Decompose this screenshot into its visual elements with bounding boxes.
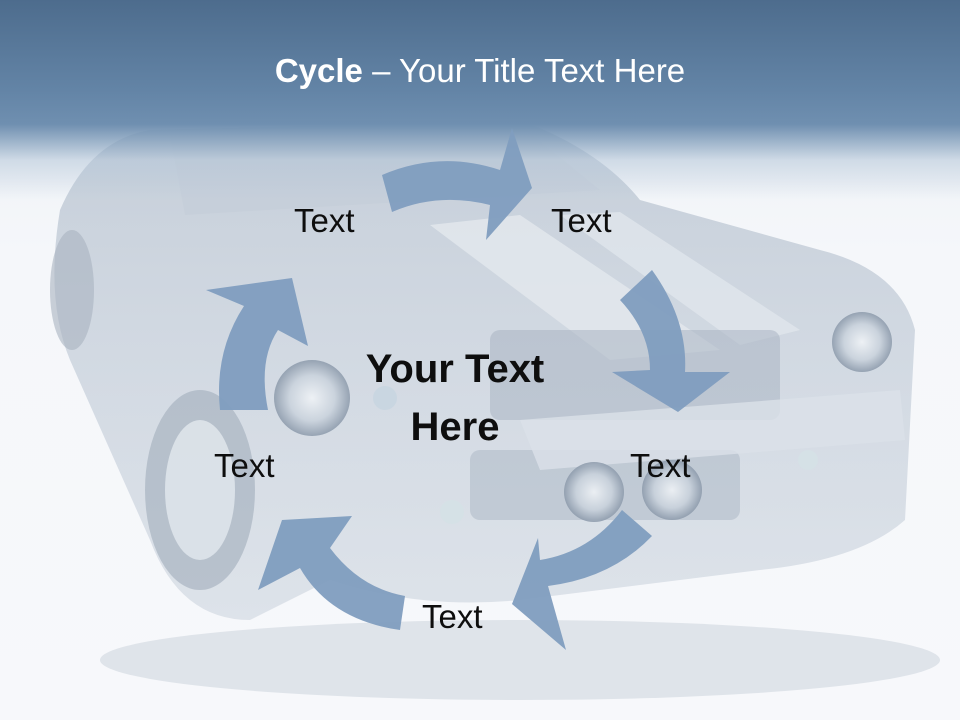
cycle-node-label: Text — [214, 447, 275, 484]
title-rest: – Your Title Text Here — [362, 52, 686, 89]
cycle-arrow-top — [382, 128, 532, 240]
cycle-node-label: Text — [294, 202, 355, 239]
cycle-arrow-bottom-right — [512, 510, 652, 650]
center-text-line2: Here — [410, 405, 500, 449]
center-text-line1: Your Text — [365, 347, 545, 391]
cycle-arrow-left — [206, 278, 308, 410]
cycle-arrow-right — [612, 270, 730, 412]
cycle-node-label: Text — [630, 447, 691, 484]
cycle-arrow-bottom-left — [258, 516, 405, 630]
cycle-node-label: Text — [551, 202, 612, 239]
cycle-node-label: Text — [422, 598, 483, 635]
center-text: Your Text Here — [325, 340, 585, 456]
title-bold: Cycle — [274, 52, 363, 89]
slide-title: Cycle – Your Title Text Here — [0, 52, 960, 90]
